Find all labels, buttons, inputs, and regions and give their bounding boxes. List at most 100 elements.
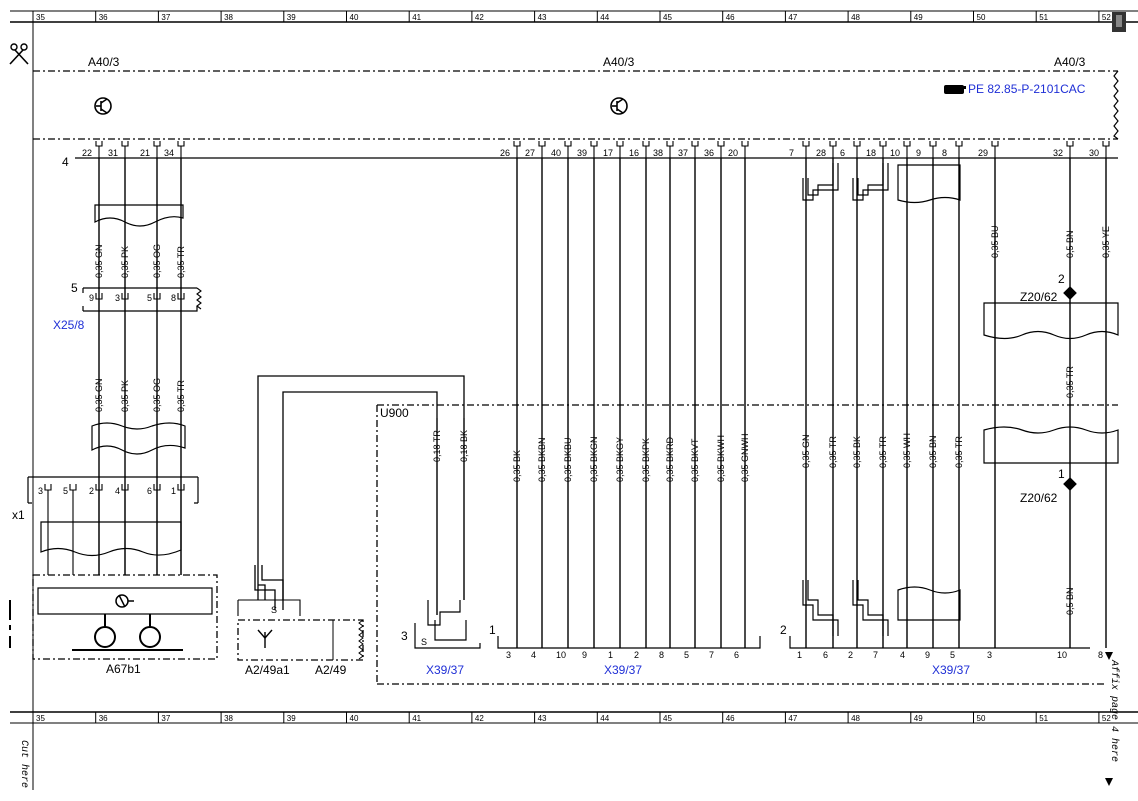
ruler-number: 49 bbox=[914, 13, 923, 22]
a40-pin-number: 17 bbox=[603, 148, 613, 158]
a40-pin-tick bbox=[929, 141, 937, 158]
x25-pin-tick bbox=[95, 293, 103, 300]
wire-color-label: 0,35 TR bbox=[176, 380, 186, 412]
z20-top-component bbox=[983, 286, 1119, 340]
wire-color-label: 0,35 BU bbox=[990, 225, 1000, 258]
a40-pin-number: 28 bbox=[816, 148, 826, 158]
ruler-number: 42 bbox=[475, 714, 484, 723]
x39-2-label: X39/37 bbox=[604, 663, 642, 677]
wire-color-label: 0,18 BK bbox=[459, 430, 469, 462]
ruler-number: 45 bbox=[663, 714, 672, 723]
x1-pin-number: 1 bbox=[171, 486, 176, 496]
wire-color-label: 0,5 BN bbox=[1065, 230, 1075, 258]
ruler-number: 45 bbox=[663, 13, 672, 22]
ruler-number: 51 bbox=[1039, 13, 1048, 22]
x39-pin-number: 4 bbox=[900, 650, 905, 660]
wire-color-label: 0,35 BKVT bbox=[690, 438, 700, 482]
wire-color-label: 0,35 BKWH bbox=[716, 435, 726, 482]
wire-color-label: 0,35 OG bbox=[152, 378, 162, 412]
x39-pin-number: 9 bbox=[582, 650, 587, 660]
ruler-number: 50 bbox=[977, 714, 986, 723]
wire-color-label: 0,35 BKPK bbox=[641, 438, 651, 482]
x25-pin-tick bbox=[153, 293, 161, 300]
z20-top-label: Z20/62 bbox=[1020, 290, 1058, 304]
a40-pin-number: 36 bbox=[704, 148, 714, 158]
cut-here-label: Cut here bbox=[18, 740, 30, 788]
x39-pin-number: 6 bbox=[823, 650, 828, 660]
x1-pin-tick bbox=[153, 484, 161, 575]
ruler-number: 35 bbox=[36, 714, 45, 723]
shield-box bbox=[94, 204, 184, 227]
x25-connector bbox=[82, 287, 202, 312]
x39-pin-number: 8 bbox=[1098, 650, 1103, 660]
wire-color-label: 0,35 TR bbox=[1065, 366, 1075, 398]
ruler-number: 49 bbox=[914, 714, 923, 723]
transistor-icon bbox=[94, 97, 112, 115]
ruler-number: 50 bbox=[977, 13, 986, 22]
ruler-number: 39 bbox=[287, 714, 296, 723]
x39-pin-number: 2 bbox=[634, 650, 639, 660]
a40-label-mid: A40/3 bbox=[603, 55, 635, 69]
a40-pin-number: 34 bbox=[164, 148, 174, 158]
a67b1-label: A67b1 bbox=[106, 662, 141, 676]
a40-pin-number: 20 bbox=[728, 148, 738, 158]
x39-pin-number: 10 bbox=[1057, 650, 1067, 660]
a40-pin-tick bbox=[153, 141, 161, 158]
x25-pin-tick bbox=[121, 293, 129, 300]
ruler-number: 47 bbox=[788, 13, 797, 22]
ruler-number: 41 bbox=[412, 13, 421, 22]
ruler-number: 38 bbox=[224, 13, 233, 22]
a40-pin-tick bbox=[741, 141, 749, 158]
a2-49-component bbox=[237, 599, 364, 661]
x1-pin-number: 2 bbox=[89, 486, 94, 496]
a40-pin-number: 26 bbox=[500, 148, 510, 158]
a40-pin-tick bbox=[717, 141, 725, 158]
a40-label-left: A40/3 bbox=[88, 55, 120, 69]
x39-pin-number: 2 bbox=[848, 650, 853, 660]
wire-color-label: 0,18 TR bbox=[432, 430, 442, 462]
wire-color-label: 0,35 YE bbox=[1101, 226, 1111, 258]
x39-pin-number: 10 bbox=[556, 650, 566, 660]
wire-color-label: 0,35 TR bbox=[828, 436, 838, 468]
a40-pin-number: 27 bbox=[525, 148, 535, 158]
wheel-icon bbox=[72, 614, 183, 651]
a40-pin-number: 6 bbox=[840, 148, 845, 158]
ruler-number: 46 bbox=[726, 13, 735, 22]
ruler-number: 43 bbox=[538, 13, 547, 22]
a2-49a1-label: A2/49a1 bbox=[245, 663, 290, 677]
wire-color-label: 0,35 BKRD bbox=[665, 436, 675, 482]
x39-3-pos: 2 bbox=[780, 623, 787, 637]
a40-pin-number: 38 bbox=[653, 148, 663, 158]
x39-pin-number: 3 bbox=[506, 650, 511, 660]
shield-box bbox=[91, 422, 186, 455]
wire-color-label: 0,35 BK bbox=[512, 450, 522, 482]
ruler-number: 40 bbox=[350, 714, 359, 723]
pe-reference: PE 82.85-P-2101CAC bbox=[968, 82, 1086, 96]
affix-label: Affix page 4 here bbox=[1108, 659, 1120, 762]
a40-pin-number: 18 bbox=[866, 148, 876, 158]
x1-pin-number: 3 bbox=[38, 486, 43, 496]
ruler-number: 46 bbox=[726, 714, 735, 723]
ruler-number: 37 bbox=[161, 13, 170, 22]
a40-pin-tick bbox=[1102, 141, 1110, 158]
a40-pin-number: 37 bbox=[678, 148, 688, 158]
a40-pin-tick bbox=[903, 141, 911, 158]
wire-color-label: 0,35 BKBU bbox=[563, 437, 573, 482]
x25-pin-number: 9 bbox=[89, 293, 94, 303]
a40-pin-tick bbox=[802, 141, 810, 158]
ruler-number: 51 bbox=[1039, 714, 1048, 723]
x39-pin-number: 5 bbox=[950, 650, 955, 660]
x39-2-pos: 1 bbox=[489, 623, 496, 637]
a40-pin-number: 22 bbox=[82, 148, 92, 158]
x39-connectors bbox=[414, 623, 1090, 649]
wire-color-label: 0,35 BKGY bbox=[615, 437, 625, 482]
a40-pin-number: 29 bbox=[978, 148, 988, 158]
x39-pin-number: 8 bbox=[659, 650, 664, 660]
wire-color-label: 0,35 TR bbox=[954, 436, 964, 468]
ruler-number: 41 bbox=[412, 714, 421, 723]
x39-1-s: S bbox=[421, 637, 427, 647]
wire-color-label: 0,35 BK bbox=[852, 436, 862, 468]
u900-frame bbox=[376, 404, 1118, 685]
